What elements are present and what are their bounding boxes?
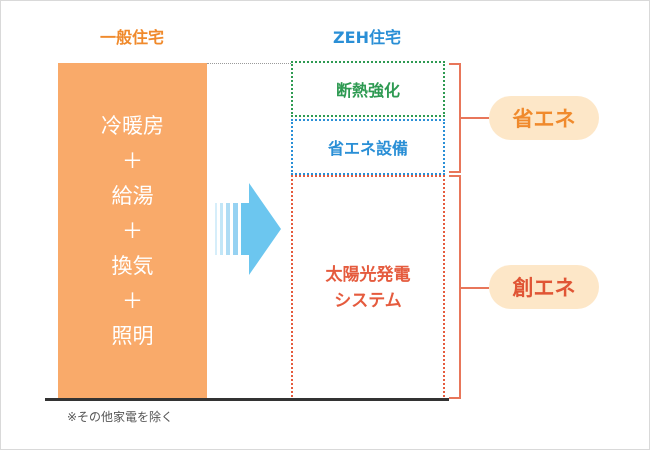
solar-label-line1: 太陽光発電 xyxy=(325,265,411,285)
insulation-label: 断熱強化 xyxy=(335,81,400,100)
energy-creation-connector xyxy=(461,287,489,289)
solar-label-line2: システム xyxy=(334,291,402,311)
energy-creation-badge: 創エネ xyxy=(489,265,599,309)
general-plus-3: ＋ xyxy=(122,289,143,313)
general-plus-2: ＋ xyxy=(122,219,143,243)
energy-saving-badge: 省エネ xyxy=(489,96,599,140)
efficient-equipment-label: 省エネ設備 xyxy=(327,139,408,158)
zeh-house-heading: ZEH住宅 xyxy=(333,28,401,47)
general-plus-1: ＋ xyxy=(122,149,143,173)
insulation-box: 断熱強化 xyxy=(291,61,445,117)
ground-baseline xyxy=(45,398,449,401)
energy-creation-bracket xyxy=(449,175,461,399)
general-house-block: 冷暖房 ＋ 給湯 ＋ 換気 ＋ 照明 xyxy=(58,63,207,399)
solar-system-box: 太陽光発電 システム xyxy=(291,175,445,401)
general-item-ventilation: 換気 xyxy=(111,254,154,278)
general-item-heating-cooling: 冷暖房 xyxy=(101,114,164,138)
general-house-heading: 一般住宅 xyxy=(99,28,164,47)
efficient-equipment-box: 省エネ設備 xyxy=(291,119,445,175)
top-dotted-guide xyxy=(207,63,291,64)
energy-saving-label: 省エネ xyxy=(512,107,576,131)
general-item-hot-water: 給湯 xyxy=(111,184,154,208)
energy-creation-label: 創エネ xyxy=(512,276,576,300)
energy-saving-bracket xyxy=(449,63,461,173)
general-item-lighting: 照明 xyxy=(111,324,154,348)
energy-saving-connector xyxy=(461,117,489,119)
footnote: ※その他家電を除く xyxy=(67,410,174,424)
right-arrow-icon xyxy=(215,183,281,275)
